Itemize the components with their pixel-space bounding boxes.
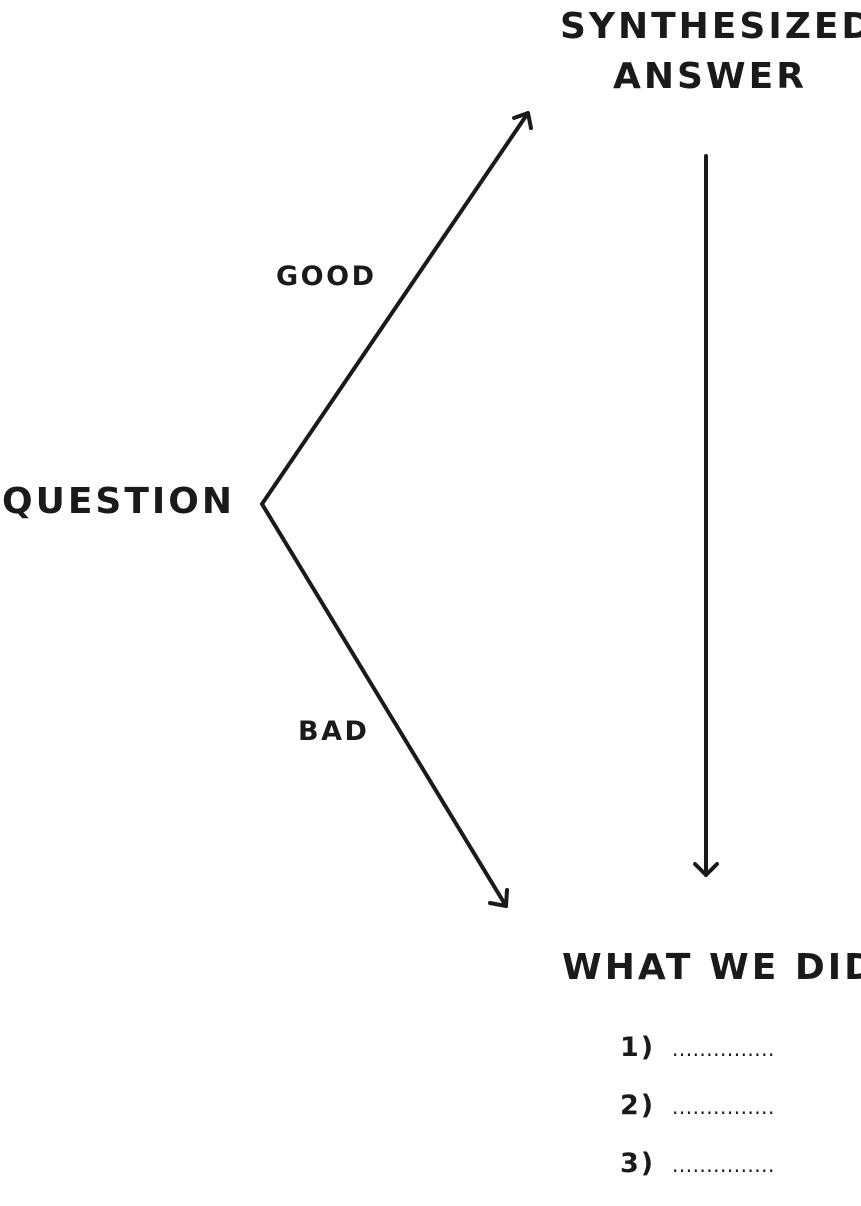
step-item: 2) ............... [620, 1090, 775, 1148]
step-placeholder: ............... [672, 1095, 775, 1119]
step-number: 2) [620, 1090, 656, 1121]
synthesized-answer-line-1: SYNTHESIZED [560, 6, 861, 47]
bad-arrow [260, 502, 509, 908]
what-we-did-node: WHAT WE DID [562, 947, 861, 988]
step-item: 1) ............... [620, 1032, 775, 1090]
step-number: 1) [620, 1032, 656, 1063]
step-placeholder: ............... [672, 1153, 775, 1177]
good-arrow [260, 111, 533, 506]
step-placeholder: ............... [672, 1037, 775, 1061]
step-item: 3) ............... [620, 1148, 775, 1206]
steps-list: 1) ............... 2) ............... 3)… [620, 1032, 775, 1206]
question-node: QUESTION [2, 481, 236, 522]
bad-edge-label: BAD [298, 716, 370, 747]
answer-to-what-we-did-arrow [693, 154, 719, 877]
step-number: 3) [620, 1148, 656, 1179]
synthesized-answer-node: SYNTHESIZED ANSWER [560, 2, 861, 102]
good-edge-label: GOOD [276, 261, 377, 292]
synthesized-answer-line-2: ANSWER [613, 56, 807, 97]
